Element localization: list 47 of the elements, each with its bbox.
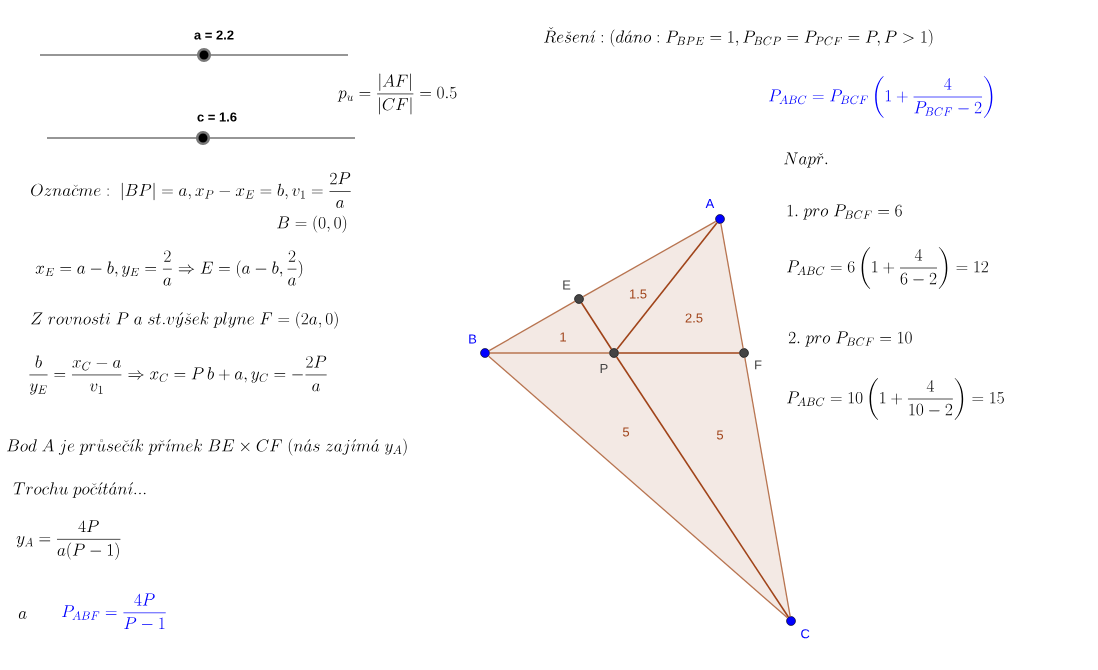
segment [618,352,740,354]
formula: $a$ [18,611,27,619]
formula: $y_A=\frac{4P}{a(P-1)}$ [16,520,121,560]
point: F [739,348,762,370]
formula: $p_u=\frac{|AF|}{|CF|}=0.5$ [337,73,457,115]
segment [487,355,789,619]
area-value: 1 [560,332,566,342]
formula: $B=(0,0)$ [277,215,347,233]
formula: $\check{R}e\check{s}en\acute{\imath}:(d\acute{a}no:P_{BPE}=1,P_{BCP}=P_{PCF}=P,P>1)$ [544,27,933,47]
node-label: F [755,360,762,370]
formula: $P_{ABF}=\frac{4P}{P-1}$ [62,593,166,629]
point: P [600,348,619,373]
segment [615,356,790,618]
segment [582,220,717,298]
formula: $Bod\ A\ je\ pr\mathring{u}se\check{c}\acute{\imath}k\ p\check{r}\acute{\imath}mek\ BE\times CF\ (n\acute{a}s\ zaj\acute{\imath}m\acute{a}\ y_A)$ [7,438,407,456]
node-label: A [705,199,715,209]
node-label: B [469,334,477,344]
segment [489,352,610,354]
slider-label: c = 1.6 [197,112,237,122]
segment [616,221,718,351]
area-value: 1.5 [629,289,647,299]
formula: $Z\ rovnosti\ P\ a\ st.v\acute{y}\check{s}ek\ plyne\ F=(2a,0)$ [31,311,338,329]
point: E [563,280,584,304]
segment [488,300,576,352]
slider-label: a = 2.2 [194,30,234,40]
point: A [705,199,725,224]
formula: $Nap\check{r}.$ [784,152,828,168]
node-label: C [801,629,810,639]
area-value: 5 [622,427,630,437]
formula: $1.\ pro\ P_{BCF}=6$ [787,204,902,220]
formula: $P_{ABC}=P_{BCF}\left(1+\frac{4}{P_{BCF}-2}\right)$ [769,76,993,118]
segment [744,357,791,617]
node-label: P [600,364,608,373]
node-label: E [563,280,571,290]
formula: $P_{ABC}=6\left(1+\frac{4}{6-2}\right)=12$ [787,247,989,289]
area-value: 2.5 [685,313,703,323]
formula: $\frac{b}{y_E}=\frac{x_C-a}{v_1}\Rightarrow x_C=P\,b+a,y_C=-\frac{2P}{a}$ [29,355,327,395]
formula: $x_E=a-b,y_E=\frac{2}{a}\Rightarrow E=(a-b,\frac{2}{a})$ [35,250,303,286]
formula: $Ozna\check{c}me:\ |BP|=a,x_P-x_E=b,v_1=\frac{2P}{a}$ [31,172,351,208]
point: C [786,616,810,639]
formula: $P_{ABC}=10\left(1+\frac{4}{10-2}\right)=15$ [787,378,1004,420]
segment [580,302,613,350]
formula: $2.\ pro\ P_{BCF}=10$ [788,331,912,347]
point: B [469,334,490,358]
formula: $Trochu\ po\check{c}\acute{\imath}t\acute{a}n\acute{\imath}...$ [13,482,146,498]
segment [720,223,744,349]
area-value: 5 [716,430,724,440]
